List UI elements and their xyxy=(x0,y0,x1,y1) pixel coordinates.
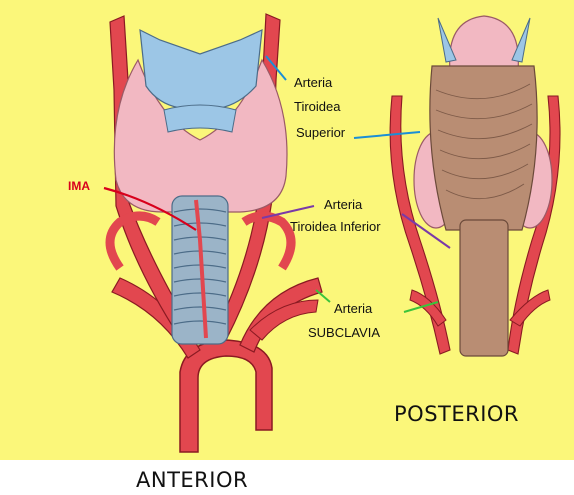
label-superior-thyroid-line2: Tiroidea xyxy=(294,98,340,115)
pharyngeal-constrictor xyxy=(430,66,537,230)
label-superior-thyroid-line3: Superior xyxy=(296,124,345,141)
thyroid-cartilage xyxy=(140,30,262,108)
view-title-posterior: POSTERIOR xyxy=(394,402,519,426)
label-subclavian-line1: Arteria xyxy=(334,300,372,317)
epiglottis xyxy=(450,16,519,70)
posterior-view xyxy=(390,16,560,356)
esophagus xyxy=(460,220,508,356)
cricoid-cartilage xyxy=(164,105,236,132)
label-ima: IMA xyxy=(68,178,90,195)
view-title-anterior: ANTERIOR xyxy=(136,468,248,492)
label-inferior-thyroid-line1: Arteria xyxy=(324,196,362,213)
label-superior-thyroid-line1: Arteria xyxy=(294,74,332,91)
label-inferior-thyroid-line2: Tiroidea Inferior xyxy=(290,218,381,235)
aortic-arch xyxy=(180,340,272,452)
superior-thyroid-leader-line-post xyxy=(354,132,420,138)
label-subclavian-line2: SUBCLAVIA xyxy=(308,324,380,341)
